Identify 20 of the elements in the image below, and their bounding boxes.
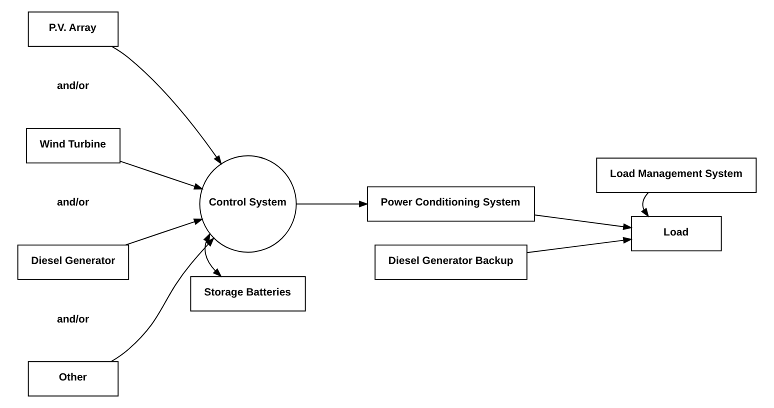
arrow [203,232,222,278]
label: and/or [56,313,90,326]
node-box: Storage Batteries [190,276,306,312]
node-box: Other [28,361,119,396]
arrow [125,218,204,246]
node-box: P.V. Array [28,12,119,47]
label: and/or [56,196,90,209]
arrow [296,200,369,208]
arrow [112,46,222,165]
node-box: Load [631,216,722,252]
node-box: Power Conditioning System [366,186,536,222]
node-box: Wind Turbine [26,128,120,164]
arrow [526,236,633,254]
arrow [534,214,633,230]
arrow [640,192,650,218]
node-box: Diesel Generator Backup [374,244,528,280]
node-box: Diesel Generator [17,244,130,280]
label: and/or [56,80,90,92]
node-box: Load Management System [596,158,757,194]
arrow [120,160,204,190]
